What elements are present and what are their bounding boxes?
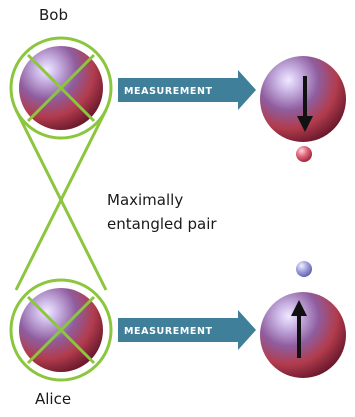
alice-cross-2 [26,295,96,365]
bob-particle [9,36,113,140]
alice-result [260,261,346,378]
alice-label: Alice [35,390,72,408]
bottom-measurement-label: MEASUREMENT [124,326,213,337]
top-measurement-arrow: MEASUREMENT [118,70,256,110]
top-measurement-label: MEASUREMENT [124,86,213,97]
alice-result-sphere [260,292,346,378]
bob-cross-2 [26,53,96,123]
bottom-measurement-arrow: MEASUREMENT [118,310,256,350]
entanglement-connector [14,109,108,291]
spin-down-arrow-icon [297,76,313,132]
bob-result [260,56,346,162]
entangled-pair-label-line1: Maximally [107,191,184,209]
bob-ring [9,36,113,140]
entangled-pair-label-line2: entangled pair [107,215,217,233]
bob-label: Bob [39,6,68,24]
alice-particle [9,278,113,382]
alice-emitted-particle [296,261,312,277]
bob-emitted-particle [296,146,312,162]
entangled-pair-label: Maximally entangled pair [107,188,277,236]
alice-ring [9,278,113,382]
spin-up-arrow-icon [291,300,307,358]
